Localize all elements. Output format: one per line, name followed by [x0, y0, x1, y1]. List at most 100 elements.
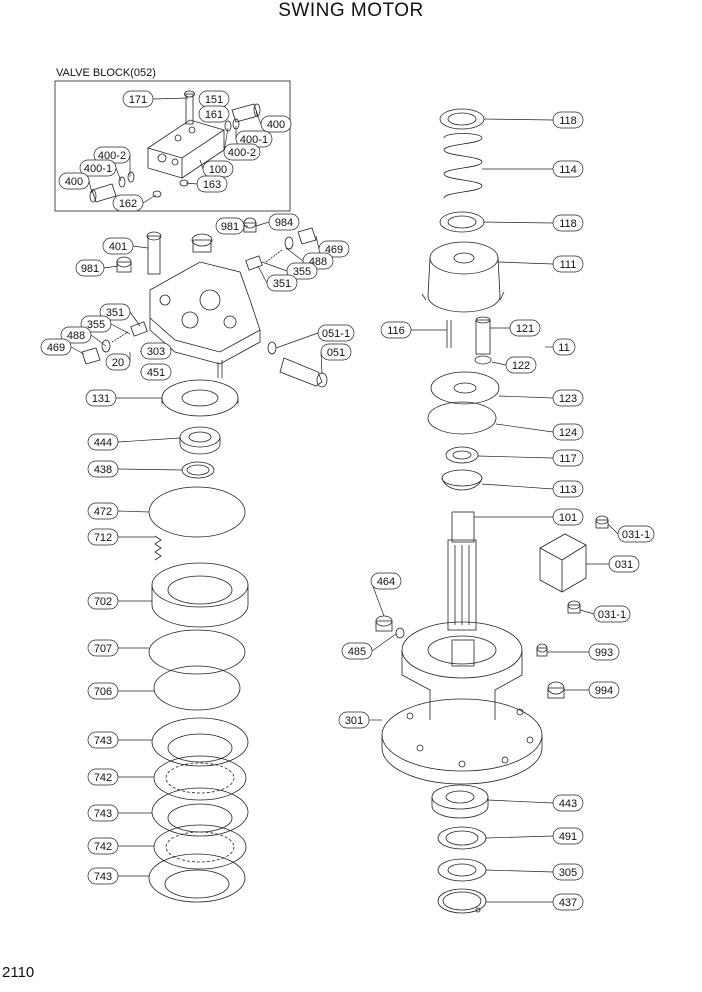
leader-line — [103, 265, 119, 269]
spring-114 — [443, 133, 483, 199]
part-callout: 111 — [552, 255, 584, 273]
callout-bubble — [286, 262, 318, 280]
part-callout: 469 — [40, 338, 72, 356]
callout-label: 101 — [559, 512, 577, 524]
o-ring-485 — [395, 627, 405, 639]
leader-line — [498, 395, 554, 399]
callout-label: 400-2 — [98, 150, 126, 162]
part-callout: 171 — [122, 90, 154, 108]
bolt-171 — [184, 90, 195, 125]
leader-line — [285, 247, 304, 262]
part-callout: 101 — [552, 508, 584, 526]
callout-bubble — [198, 105, 230, 123]
part-callout: 031 — [608, 555, 640, 573]
callout-bubble — [58, 172, 90, 190]
leader-line — [275, 332, 319, 349]
callout-bubble — [87, 768, 119, 786]
callout-label: 113 — [559, 484, 577, 496]
leader-line — [199, 159, 204, 170]
callout-bubble — [99, 303, 131, 321]
leader-line — [315, 235, 320, 250]
callout-label: 464 — [377, 576, 395, 588]
part-callout: 707 — [87, 639, 119, 657]
callout-label: 706 — [94, 686, 112, 698]
callout-bubble — [552, 255, 584, 273]
part-callout: 051-1 — [317, 324, 355, 342]
leader-line — [485, 835, 554, 839]
part-callout: 113 — [552, 480, 584, 498]
callout-bubble — [79, 159, 117, 177]
callout-label: 031-1 — [622, 529, 650, 541]
part-callout: 124 — [552, 423, 584, 441]
callout-label: 117 — [559, 453, 577, 465]
callout-bubble — [338, 711, 370, 729]
leader-line — [497, 261, 554, 265]
plug-469-right — [297, 227, 317, 245]
callout-label: 993 — [595, 647, 613, 659]
leader-line — [255, 111, 262, 125]
leader-line — [495, 423, 554, 433]
part-callout: 451 — [140, 363, 172, 381]
leader-line — [88, 180, 93, 194]
part-callout: 11 — [552, 338, 576, 356]
part-callout: 742 — [87, 837, 119, 855]
brake-piston-702 — [151, 562, 249, 628]
callout-label: 124 — [559, 427, 577, 439]
spacer-117 — [445, 446, 479, 464]
leader-line — [117, 437, 181, 443]
callout-label: 743 — [94, 735, 112, 747]
plug-981-top — [191, 233, 213, 253]
leader-line — [255, 221, 270, 227]
plug-993 — [536, 643, 548, 657]
callout-bubble — [552, 508, 584, 526]
callout-bubble — [215, 217, 245, 235]
callout-label: 151 — [205, 94, 223, 106]
callout-label: 400-1 — [84, 163, 112, 175]
callout-label: 355 — [293, 266, 311, 278]
callout-bubble — [552, 893, 584, 911]
callout-label: 707 — [94, 643, 112, 655]
callout-bubble — [105, 353, 131, 371]
callout-label: 100 — [209, 164, 227, 176]
callout-bubble — [87, 682, 119, 700]
part-callout: 743 — [87, 867, 119, 885]
callout-bubble — [552, 449, 584, 467]
shoe-plate-124 — [427, 401, 497, 435]
callout-label: 162 — [119, 198, 137, 210]
part-callout: 472 — [87, 502, 119, 520]
callout-bubble — [593, 605, 631, 623]
part-callout: 351 — [266, 274, 298, 292]
callout-label: 444 — [94, 437, 112, 449]
part-callout: 444 — [87, 433, 119, 451]
callout-label: 121 — [516, 323, 534, 335]
callout-label: 401 — [109, 241, 127, 253]
valve-block-label: VALVE BLOCK(052) — [56, 67, 156, 79]
leader-line — [115, 167, 122, 182]
callout-bubble — [552, 863, 584, 881]
callout-label: 743 — [94, 871, 112, 883]
seal-305 — [437, 858, 487, 882]
callout-bubble — [380, 321, 412, 339]
callout-bubble — [87, 639, 119, 657]
leader-line — [579, 609, 595, 615]
callout-label: 305 — [559, 867, 577, 879]
part-callout: 351 — [99, 303, 131, 321]
callout-label: 114 — [559, 164, 577, 176]
callout-label: 485 — [348, 646, 366, 658]
callout-label: 443 — [559, 798, 577, 810]
callout-label: 118 — [559, 115, 577, 127]
callout-label: 469 — [325, 244, 343, 256]
callout-bubble — [552, 160, 584, 178]
callout-bubble — [75, 259, 105, 277]
callout-label: 351 — [106, 307, 124, 319]
leader-line — [117, 510, 150, 513]
callout-bubble — [320, 343, 352, 361]
callout-bubble — [260, 115, 292, 133]
shaft-101 — [447, 511, 477, 667]
callout-bubble — [87, 433, 119, 451]
plug-994 — [547, 681, 565, 699]
part-callout: 20 — [105, 353, 131, 371]
part-callout: 355 — [80, 315, 112, 333]
bearing-443 — [431, 784, 489, 819]
part-callout: 118 — [552, 111, 584, 129]
